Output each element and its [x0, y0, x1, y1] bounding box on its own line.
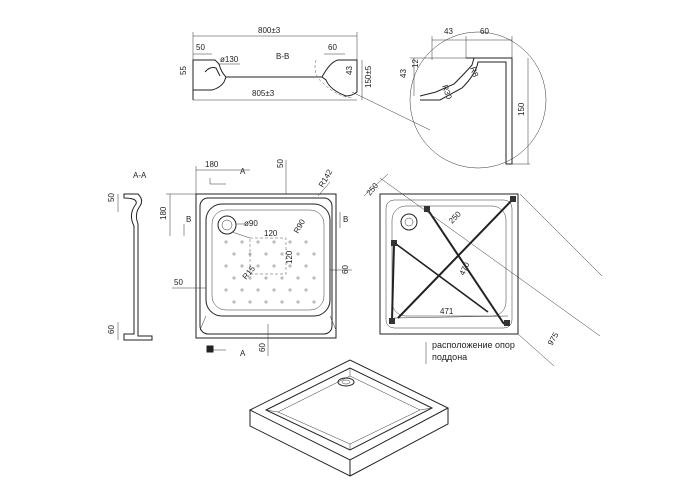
plan-inner-radius: R90: [292, 217, 307, 235]
plan-view: 180 50 R142 180 ø90 R90 120 120 R15 50 6…: [159, 159, 352, 358]
antislip-dot: [256, 240, 260, 244]
antislip-dot: [280, 276, 284, 280]
detail-height-small: 12: [411, 59, 420, 68]
antislip-dot: [312, 252, 316, 256]
section-aa-view: A-A 50 60: [107, 171, 153, 341]
antislip-dot: [288, 264, 292, 268]
plan-bottom-rim: 60: [258, 343, 267, 352]
support-diag-b: 470: [458, 260, 472, 276]
section-bb-total-height: 150±5: [364, 65, 373, 88]
antislip-dot: [312, 276, 316, 280]
section-bb-view: 800±3 B-B ø130 50 60 55 43 150±5 805±3: [179, 26, 431, 131]
antislip-dot: [264, 252, 268, 256]
detail-top-right: 60: [480, 27, 489, 36]
antislip-dot: [256, 288, 260, 292]
antislip-dot: [272, 240, 276, 244]
antislip-dot: [224, 240, 228, 244]
plan-inner-width: 120: [264, 229, 278, 238]
antislip-dot: [280, 252, 284, 256]
section-aa-top: 50: [107, 193, 116, 202]
section-bb-title: B-B: [276, 52, 289, 61]
plan-marker-a-bottom: A: [240, 349, 246, 358]
detail-top-left: 43: [444, 27, 453, 36]
support-diagonal: 975: [546, 330, 561, 347]
antislip-dot: [280, 300, 284, 304]
plan-right-rim: 60: [341, 265, 350, 274]
antislip-dot: [296, 300, 300, 304]
antislip-dot: [224, 288, 228, 292]
antislip-dot: [248, 276, 252, 280]
plan-marker-a-top: A: [240, 167, 246, 176]
antislip-dot: [256, 264, 260, 268]
detail-radius-a: R8: [468, 66, 480, 79]
plan-rim-top: 50: [276, 159, 285, 168]
antislip-dot: [232, 300, 236, 304]
section-bb-drain: ø130: [220, 55, 239, 64]
section-bb-right-top: 60: [328, 43, 337, 52]
support-caption-line2: поддона: [432, 352, 467, 362]
antislip-dot: [272, 264, 276, 268]
antislip-dot: [312, 300, 316, 304]
support-bottom: 471: [440, 307, 454, 316]
antislip-dot: [304, 240, 308, 244]
antislip-dot: [232, 276, 236, 280]
section-aa-bottom: 60: [107, 325, 116, 334]
plan-corner-radius: R142: [317, 167, 335, 189]
antislip-dot: [288, 240, 292, 244]
antislip-dot: [232, 252, 236, 256]
antislip-dot: [296, 252, 300, 256]
antislip-dot: [304, 264, 308, 268]
plan-antislip-dots: [224, 240, 316, 304]
antislip-dot: [296, 276, 300, 280]
plan-inner-height: 120: [285, 250, 294, 264]
detail-height-mid: 43: [399, 69, 408, 78]
support-diag-a: 250: [447, 209, 463, 225]
plan-left-offset: 180: [159, 206, 168, 220]
support-caption-line1: расположение опор: [432, 340, 515, 350]
isometric-3d-view: [248, 359, 450, 477]
detail-view: 43 60 12 43 R8 R30 150: [399, 27, 547, 169]
support-plan-view: 250 250 470 471 975 расположение опор по…: [363, 173, 603, 367]
section-bb-left-height: 55: [179, 66, 188, 75]
antislip-dot: [264, 300, 268, 304]
antislip-dot: [248, 300, 252, 304]
antislip-dot: [224, 264, 228, 268]
antislip-dot: [304, 288, 308, 292]
antislip-dot: [240, 240, 244, 244]
antislip-dot: [240, 264, 244, 268]
section-bb-width-top: 800±3: [258, 26, 281, 35]
antislip-dot: [264, 276, 268, 280]
section-aa-title: A-A: [133, 171, 147, 180]
plan-marker-b-right: B: [343, 215, 348, 224]
section-bb-width-bottom: 805±3: [252, 89, 275, 98]
plan-top-offset: 180: [205, 160, 219, 169]
detail-height-total: 150: [517, 102, 526, 116]
section-bb-left-top: 50: [196, 43, 205, 52]
plan-marker-b-left: B: [186, 215, 191, 224]
plan-drain: ø90: [244, 219, 258, 228]
section-bb-right-height: 43: [345, 66, 354, 75]
antislip-dot: [272, 288, 276, 292]
antislip-dot: [240, 288, 244, 292]
antislip-dot: [288, 288, 292, 292]
plan-left-rim: 50: [174, 278, 183, 287]
